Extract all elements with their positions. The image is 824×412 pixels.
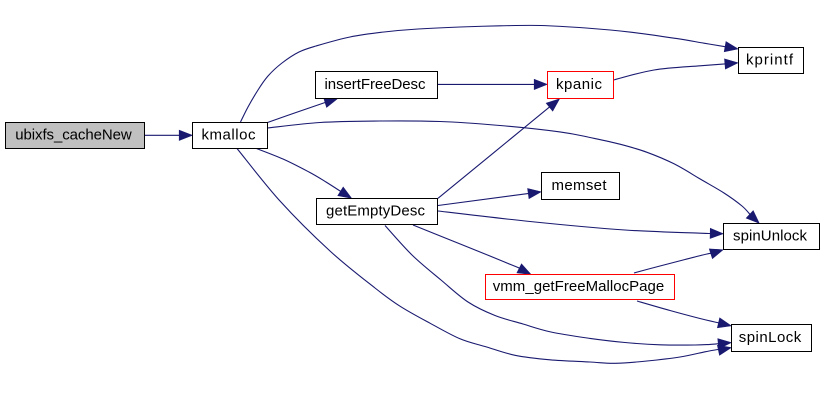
svg-text:memset: memset bbox=[552, 177, 608, 194]
svg-text:spinLock: spinLock bbox=[739, 329, 802, 346]
svg-text:insertFreeDesc: insertFreeDesc bbox=[325, 76, 427, 93]
svg-text:getEmptyDesc: getEmptyDesc bbox=[326, 203, 426, 220]
svg-text:kpanic: kpanic bbox=[556, 76, 603, 93]
svg-text:ubixfs_cacheNew: ubixfs_cacheNew bbox=[15, 127, 132, 144]
svg-text:vmm_getFreeMallocPage: vmm_getFreeMallocPage bbox=[493, 278, 665, 295]
svg-text:kprintf: kprintf bbox=[746, 52, 794, 69]
svg-text:spinUnlock: spinUnlock bbox=[733, 228, 808, 245]
svg-text:kmalloc: kmalloc bbox=[202, 127, 257, 144]
